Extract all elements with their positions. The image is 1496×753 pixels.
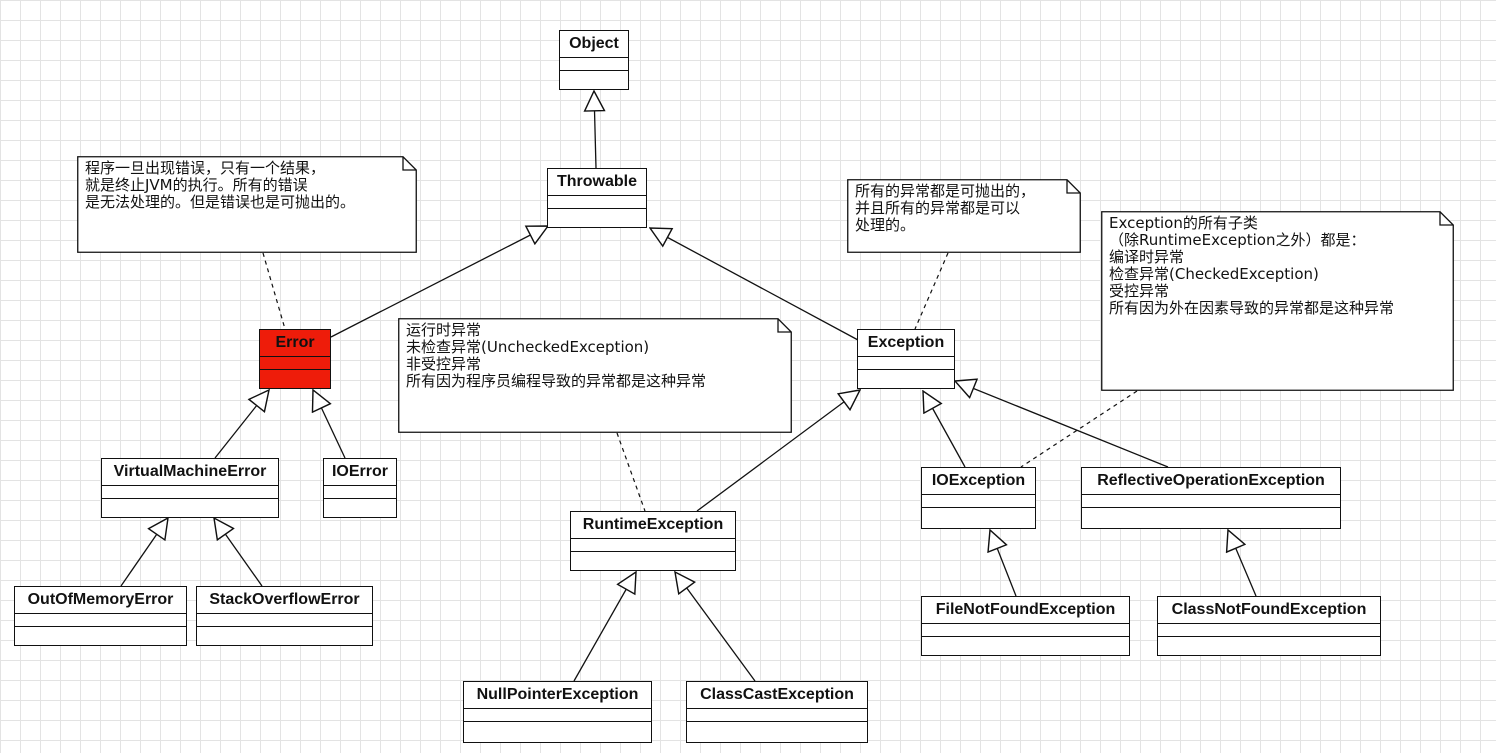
class-io-exception-operations xyxy=(922,508,1035,528)
note-exception-frame xyxy=(847,179,1081,253)
class-file-not-found-exception-attributes xyxy=(922,624,1129,637)
edge-fnf-ioexception xyxy=(990,530,1017,597)
class-null-pointer-exception-attributes xyxy=(464,709,651,722)
note-checked[interactable]: Exception的所有子类 （除RuntimeException之外）都是： … xyxy=(1101,211,1454,391)
class-null-pointer-exception-name: NullPointerException xyxy=(464,682,651,709)
class-throwable-attributes xyxy=(548,196,646,209)
class-out-of-memory-error-name: OutOfMemoryError xyxy=(15,587,186,614)
anchor-runtime-note xyxy=(616,432,646,512)
class-class-cast-exception-operations xyxy=(687,722,867,742)
edge-oom-vme xyxy=(120,518,168,587)
class-object-operations xyxy=(560,71,628,89)
note-checked-frame xyxy=(1101,211,1454,391)
edge-cce-runtime xyxy=(675,572,756,682)
class-throwable-name: Throwable xyxy=(548,169,646,196)
anchor-checked-note xyxy=(1020,390,1138,468)
class-class-not-found-exception-attributes xyxy=(1158,624,1380,637)
class-class-cast-exception[interactable]: ClassCastException xyxy=(686,681,868,743)
class-reflective-operation-exception-operations xyxy=(1082,508,1340,528)
class-virtual-machine-error[interactable]: VirtualMachineError xyxy=(101,458,279,518)
class-exception-operations xyxy=(858,370,954,388)
edge-vme-error xyxy=(214,390,269,459)
class-out-of-memory-error[interactable]: OutOfMemoryError xyxy=(14,586,187,646)
class-out-of-memory-error-attributes xyxy=(15,614,186,627)
note-exception[interactable]: 所有的异常都是可抛出的， 并且所有的异常都是可以 处理的。 xyxy=(847,179,1081,253)
class-error-operations xyxy=(260,370,330,388)
class-object-name: Object xyxy=(560,31,628,58)
edge-so-vme xyxy=(214,518,263,587)
class-object-attributes xyxy=(560,58,628,71)
class-io-error-attributes xyxy=(324,486,396,499)
class-class-not-found-exception-operations xyxy=(1158,637,1380,655)
class-class-cast-exception-name: ClassCastException xyxy=(687,682,867,709)
class-class-not-found-exception-name: ClassNotFoundException xyxy=(1158,597,1380,624)
class-stack-overflow-error-operations xyxy=(197,627,372,645)
class-runtime-exception-name: RuntimeException xyxy=(571,512,735,539)
note-error[interactable]: 程序一旦出现错误，只有一个结果， 就是终止JVM的执行。所有的错误 是无法处理的… xyxy=(77,156,417,253)
class-error-name: Error xyxy=(260,330,330,357)
class-exception-name: Exception xyxy=(858,330,954,357)
class-error[interactable]: Error xyxy=(259,329,331,389)
class-reflective-operation-exception-name: ReflectiveOperationException xyxy=(1082,468,1340,495)
class-io-error-name: IOError xyxy=(324,459,396,486)
edge-reflective-exception xyxy=(955,381,1169,468)
edge-npe-runtime xyxy=(573,572,636,682)
note-error-text: 程序一旦出现错误，只有一个结果， 就是终止JVM的执行。所有的错误 是无法处理的… xyxy=(85,159,356,211)
class-exception[interactable]: Exception xyxy=(857,329,955,389)
class-reflective-operation-exception-attributes xyxy=(1082,495,1340,508)
class-object[interactable]: Object xyxy=(559,30,629,90)
class-virtual-machine-error-attributes xyxy=(102,486,278,499)
class-runtime-exception[interactable]: RuntimeException xyxy=(570,511,736,571)
class-reflective-operation-exception[interactable]: ReflectiveOperationException xyxy=(1081,467,1341,529)
note-runtime-frame xyxy=(398,318,792,433)
class-null-pointer-exception[interactable]: NullPointerException xyxy=(463,681,652,743)
class-stack-overflow-error-name: StackOverflowError xyxy=(197,587,372,614)
edge-ioerror-error xyxy=(313,390,346,459)
class-exception-attributes xyxy=(858,357,954,370)
class-file-not-found-exception-operations xyxy=(922,637,1129,655)
anchor-error-note xyxy=(262,252,286,330)
class-virtual-machine-error-operations xyxy=(102,499,278,517)
note-runtime[interactable]: 运行时异常 未检查异常(UncheckedException) 非受控异常 所有… xyxy=(398,318,792,433)
edge-error-throwable xyxy=(330,226,548,338)
class-stack-overflow-error-attributes xyxy=(197,614,372,627)
class-io-exception-attributes xyxy=(922,495,1035,508)
class-stack-overflow-error[interactable]: StackOverflowError xyxy=(196,586,373,646)
class-file-not-found-exception-name: FileNotFoundException xyxy=(922,597,1129,624)
note-runtime-text: 运行时异常 未检查异常(UncheckedException) 非受控异常 所有… xyxy=(406,321,707,390)
class-io-exception[interactable]: IOException xyxy=(921,467,1036,529)
class-class-cast-exception-attributes xyxy=(687,709,867,722)
class-throwable-operations xyxy=(548,209,646,227)
edge-throwable-object xyxy=(594,91,596,169)
class-io-error[interactable]: IOError xyxy=(323,458,397,518)
edge-runtime-exception xyxy=(696,390,860,512)
edge-exception-throwable xyxy=(650,228,859,341)
edge-cnf-reflective xyxy=(1228,530,1257,597)
class-io-exception-name: IOException xyxy=(922,468,1035,495)
note-error-frame xyxy=(77,156,417,253)
class-io-error-operations xyxy=(324,499,396,517)
note-exception-text: 所有的异常都是可抛出的， 并且所有的异常都是可以 处理的。 xyxy=(855,182,1036,234)
class-runtime-exception-operations xyxy=(571,552,735,570)
class-class-not-found-exception[interactable]: ClassNotFoundException xyxy=(1157,596,1381,656)
edge-ioexception-exception xyxy=(923,391,966,468)
class-null-pointer-exception-operations xyxy=(464,722,651,742)
class-virtual-machine-error-name: VirtualMachineError xyxy=(102,459,278,486)
class-out-of-memory-error-operations xyxy=(15,627,186,645)
class-error-attributes xyxy=(260,357,330,370)
note-checked-text: Exception的所有子类 （除RuntimeException之外）都是： … xyxy=(1109,214,1395,317)
class-throwable[interactable]: Throwable xyxy=(547,168,647,228)
class-runtime-exception-attributes xyxy=(571,539,735,552)
class-file-not-found-exception[interactable]: FileNotFoundException xyxy=(921,596,1130,656)
anchor-exception-note xyxy=(914,252,949,330)
